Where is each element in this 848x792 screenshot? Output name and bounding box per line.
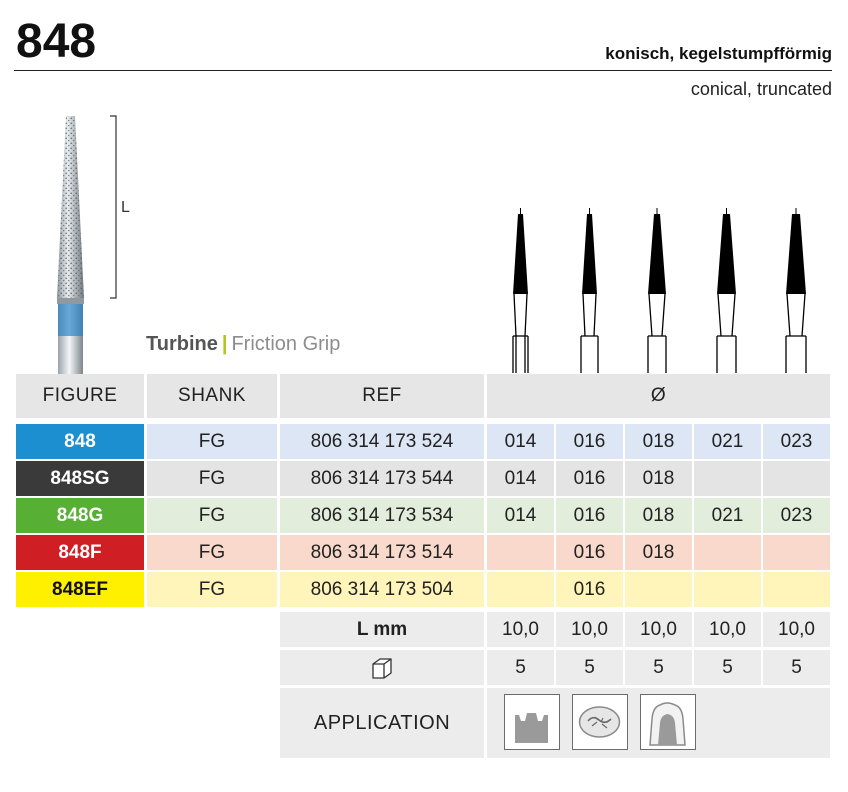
- figure-cell: 848: [16, 424, 144, 459]
- cavity-preparation-icon: [504, 694, 560, 750]
- shape-name-german: konisch, kegelstumpfförmig: [605, 44, 832, 63]
- bur-size-drawings: [512, 208, 807, 373]
- shank-cell: FG: [147, 424, 277, 459]
- diameter-cell: 018: [625, 461, 692, 496]
- length-cell: 10,0: [556, 612, 623, 647]
- model-number: 848: [16, 15, 97, 68]
- figure-cell: 848F: [16, 535, 144, 570]
- pack-quantity-cell: 5: [763, 650, 830, 685]
- diameter-cell: [763, 535, 830, 570]
- diameter-cell: 016: [556, 461, 623, 496]
- diameter-cell: 016: [556, 535, 623, 570]
- diameter-cell: [625, 572, 692, 607]
- shape-name-english: conical, truncated: [690, 79, 832, 99]
- grip-type-label: Turbine|Friction Grip: [146, 333, 340, 356]
- ref-cell: 806 314 173 534: [280, 498, 484, 533]
- diameter-cell: 023: [763, 498, 830, 533]
- occlusal-surface-icon: [572, 694, 628, 750]
- length-row-label: L mm: [280, 612, 484, 647]
- diameter-cell: [694, 461, 761, 496]
- diameter-cell: 018: [625, 535, 692, 570]
- shank-cell: FG: [147, 572, 277, 607]
- ref-cell: 806 314 173 504: [280, 572, 484, 607]
- length-cell: 10,0: [487, 612, 554, 647]
- length-label: L: [121, 199, 130, 216]
- diameter-cell: 014: [487, 498, 554, 533]
- length-cell: 10,0: [625, 612, 692, 647]
- bur-size-drawing-4: [716, 208, 737, 373]
- diameter-cell: 021: [694, 424, 761, 459]
- diameter-cell: 018: [625, 424, 692, 459]
- diameter-cell: 014: [487, 424, 554, 459]
- bur-photo-image: [57, 115, 117, 374]
- shank-column-header: SHANK: [147, 374, 277, 418]
- title-divider: [14, 70, 832, 71]
- pack-quantity-cell: 5: [625, 650, 692, 685]
- ref-cell: 806 314 173 514: [280, 535, 484, 570]
- diameter-cell: 016: [556, 424, 623, 459]
- bur-size-drawing-1: [512, 208, 529, 373]
- diameter-cell: 023: [763, 424, 830, 459]
- pack-quantity-cell: 5: [694, 650, 761, 685]
- bur-size-drawing-2: [580, 208, 599, 373]
- diameter-cell: [763, 461, 830, 496]
- diameter-cell: [694, 572, 761, 607]
- pack-quantity-cell: 5: [556, 650, 623, 685]
- pack-quantity-cell: 5: [487, 650, 554, 685]
- crown-preparation-icon: [640, 694, 696, 750]
- figure-column-header: FIGURE: [16, 374, 144, 418]
- diameter-cell: 014: [487, 461, 554, 496]
- application-label: APPLICATION: [280, 688, 484, 758]
- ref-cell: 806 314 173 524: [280, 424, 484, 459]
- package-box-icon: [372, 657, 392, 679]
- shank-cell: FG: [147, 461, 277, 496]
- ref-column-header: REF: [280, 374, 484, 418]
- grip-type-friction-grip: Friction Grip: [231, 333, 341, 355]
- diameter-cell: 016: [556, 498, 623, 533]
- diameter-cell: 018: [625, 498, 692, 533]
- grip-type-turbine: Turbine: [146, 333, 218, 355]
- figure-cell: 848G: [16, 498, 144, 533]
- diameter-column-header: Ø: [487, 374, 830, 418]
- pack-quantity-label: [280, 650, 484, 685]
- figure-cell: 848SG: [16, 461, 144, 496]
- length-cell: 10,0: [694, 612, 761, 647]
- shank-cell: FG: [147, 498, 277, 533]
- diameter-cell: [694, 535, 761, 570]
- ref-cell: 806 314 173 544: [280, 461, 484, 496]
- grip-separator: |: [221, 333, 228, 355]
- bur-size-drawing-5: [785, 208, 807, 373]
- figure-cell: 848EF: [16, 572, 144, 607]
- diameter-cell: [487, 572, 554, 607]
- length-cell: 10,0: [763, 612, 830, 647]
- diameter-cell: 016: [556, 572, 623, 607]
- diameter-cell: [487, 535, 554, 570]
- diameter-cell: [763, 572, 830, 607]
- shank-cell: FG: [147, 535, 277, 570]
- diameter-cell: 021: [694, 498, 761, 533]
- bur-size-drawing-3: [647, 208, 667, 373]
